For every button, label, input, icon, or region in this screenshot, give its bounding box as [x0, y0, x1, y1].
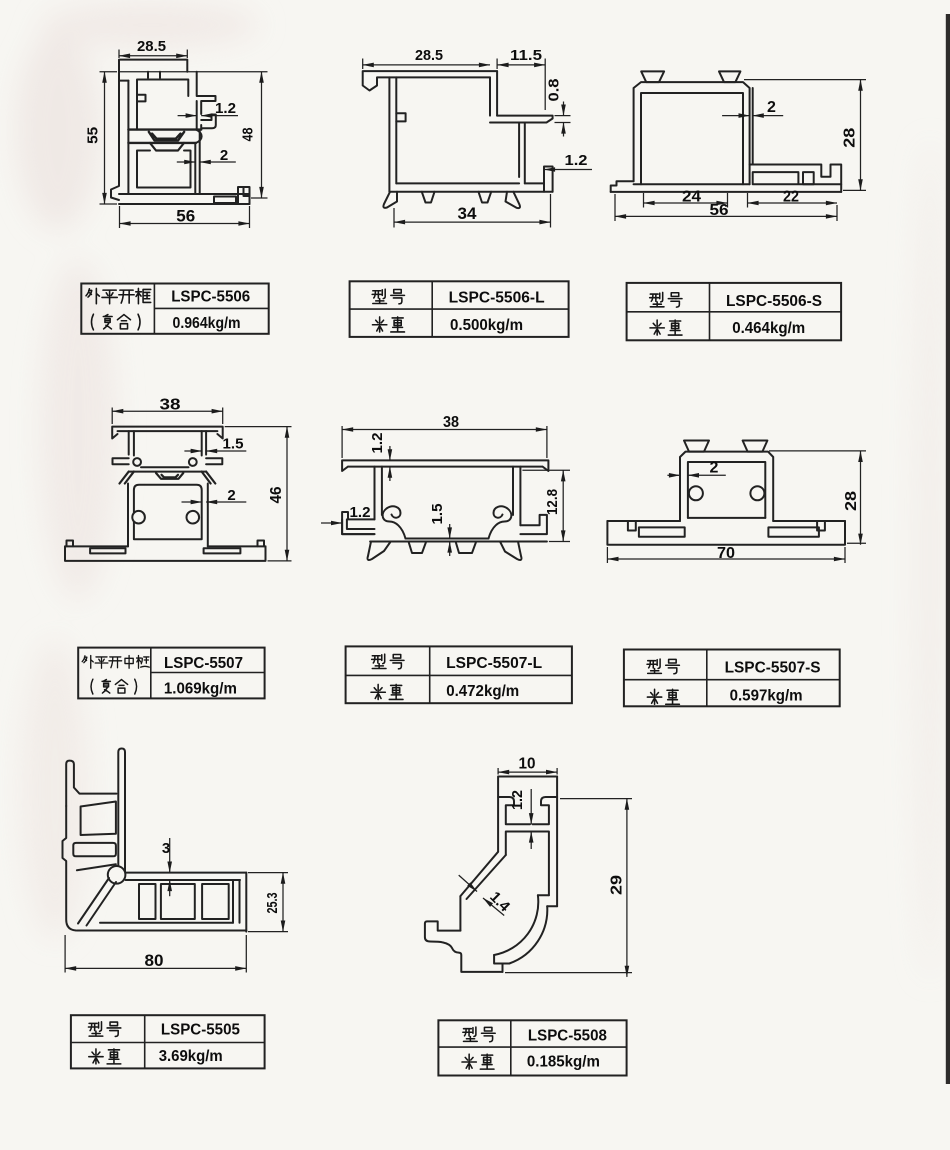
svg-text:LSPC-5507: LSPC-5507	[164, 655, 243, 672]
svg-text:0.8: 0.8	[546, 79, 563, 102]
svg-text:0.500kg/m: 0.500kg/m	[450, 317, 523, 334]
svg-text:1.2: 1.2	[215, 100, 236, 117]
svg-text:2: 2	[710, 460, 719, 477]
svg-text:38: 38	[443, 414, 459, 431]
svg-text:1.2: 1.2	[509, 790, 526, 810]
svg-text:0.464kg/m: 0.464kg/m	[732, 320, 805, 337]
svg-text:38: 38	[160, 397, 181, 414]
svg-text:3: 3	[162, 840, 170, 857]
svg-text:56: 56	[176, 207, 195, 226]
svg-text:34: 34	[458, 204, 477, 223]
svg-text:28.5: 28.5	[415, 47, 443, 64]
svg-text:11.5: 11.5	[510, 47, 542, 64]
svg-text:0.185kg/m: 0.185kg/m	[527, 1054, 600, 1071]
svg-text:22: 22	[783, 189, 799, 206]
svg-text:1.2: 1.2	[350, 504, 371, 521]
svg-text:1.069kg/m: 1.069kg/m	[164, 681, 237, 698]
svg-text:LSPC-5505: LSPC-5505	[161, 1022, 240, 1039]
svg-text:2: 2	[227, 487, 235, 504]
svg-text:56: 56	[710, 202, 729, 219]
svg-text:48: 48	[240, 128, 257, 142]
svg-text:LSPC-5507-S: LSPC-5507-S	[725, 659, 821, 676]
svg-text:1.5: 1.5	[429, 504, 446, 525]
svg-text:55: 55	[85, 127, 102, 144]
svg-text:46: 46	[268, 486, 285, 503]
svg-text:25.3: 25.3	[264, 893, 281, 914]
svg-text:LSPC-5508: LSPC-5508	[528, 1027, 607, 1044]
svg-text:28: 28	[843, 491, 860, 511]
svg-text:1.2: 1.2	[565, 152, 588, 169]
svg-text:24: 24	[682, 189, 701, 206]
svg-text:3.69kg/m: 3.69kg/m	[159, 1048, 223, 1065]
svg-text:2: 2	[220, 147, 228, 164]
svg-text:1.5: 1.5	[223, 436, 244, 453]
svg-text:0.964kg/m: 0.964kg/m	[173, 315, 241, 332]
svg-text:0.597kg/m: 0.597kg/m	[730, 688, 803, 705]
svg-text:1.2: 1.2	[369, 433, 386, 454]
svg-text:80: 80	[145, 951, 164, 970]
svg-text:LSPC-5506: LSPC-5506	[171, 289, 250, 306]
svg-text:28.5: 28.5	[137, 38, 166, 55]
svg-text:0.472kg/m: 0.472kg/m	[446, 683, 519, 700]
svg-text:LSPC-5507-L: LSPC-5507-L	[446, 655, 542, 672]
svg-text:LSPC-5506-S: LSPC-5506-S	[726, 293, 822, 310]
svg-text:LSPC-5506-L: LSPC-5506-L	[449, 290, 545, 307]
svg-text:12.8: 12.8	[544, 489, 561, 515]
svg-text:10: 10	[519, 756, 536, 773]
svg-text:28: 28	[842, 128, 859, 148]
svg-text:29: 29	[609, 875, 626, 895]
svg-text:2: 2	[767, 99, 776, 116]
svg-text:70: 70	[717, 545, 735, 562]
